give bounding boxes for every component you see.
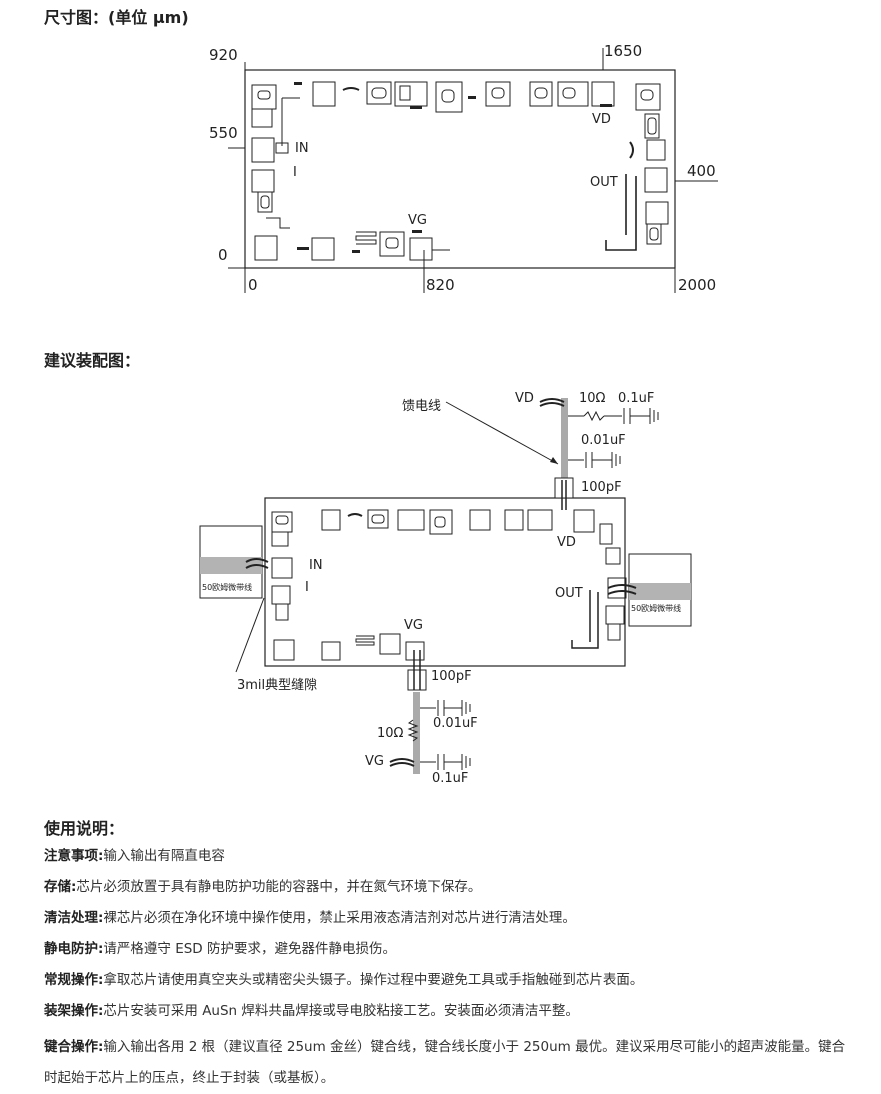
dimension-lines (228, 48, 718, 293)
cap-bot-big-label: 0.1uF (432, 771, 469, 786)
dim-label-2000: 2000 (678, 276, 717, 294)
usage-item-handling: 常规操作:拿取芯片请使用真空夹头或精密尖头镊子。操作过程中要避免工具或手指触碰到… (44, 970, 864, 990)
asm-pad-label-i: I (305, 580, 309, 595)
usage-text: 芯片必须放置于具有静电防护功能的容器中，并在氮气环境下保存。 (76, 879, 482, 895)
dim-label-bottom-zero: 0 (248, 276, 258, 294)
dim-label-550: 550 (209, 124, 238, 142)
cap-bot-mid-label: 0.01uF (433, 716, 478, 731)
usage-term: 常规操作: (44, 972, 104, 988)
usage-item-mounting: 装架操作:芯片安装可采用 AuSn 焊料共晶焊接或导电胶粘接工艺。安装面必须清洁… (44, 1001, 864, 1021)
dim-label-820: 820 (426, 276, 455, 294)
pad-label-vd: VD (592, 112, 611, 127)
pad-label-out: OUT (590, 175, 618, 190)
usage-text: 芯片安装可采用 AuSn 焊料共晶焊接或导电胶粘接工艺。安装面必须清洁平整。 (103, 1003, 579, 1019)
usage-term: 静电防护: (44, 941, 104, 957)
cap-top-mid-label: 0.01uF (581, 433, 626, 448)
dim-label-1650: 1650 (604, 42, 643, 60)
cap-top-small-label: 100pF (581, 480, 622, 495)
microstrip-left-label: 50欧姆微带线 (202, 583, 253, 592)
asm-pad-label-vg: VG (404, 618, 423, 633)
usage-term: 清洁处理: (44, 910, 104, 926)
usage-text: 裸芯片必须在净化环境中操作使用，禁止采用液态清洁剂对芯片进行清洁处理。 (103, 910, 576, 926)
usage-title: 使用说明： (44, 819, 125, 838)
usage-item-notes: 注意事项:输入输出有隔直电容 (44, 846, 864, 866)
asm-pad-label-vd: VD (557, 535, 576, 550)
feed-line-label: 馈电线 (402, 399, 442, 414)
usage-text: 输入输出各用 2 根（建议直径 25um 金丝）键合线，键合线长度小于 250u… (44, 1039, 846, 1086)
resistor-bot-label: 10Ω (377, 726, 404, 741)
assembly-lines (199, 398, 692, 774)
vg-bot-label: VG (365, 754, 384, 769)
usage-text: 输入输出有隔直电容 (103, 848, 225, 864)
usage-item-bonding: 键合操作:输入输出各用 2 根（建议直径 25um 金丝）键合线，键合线长度小于… (44, 1032, 856, 1094)
asm-pad-label-out: OUT (555, 586, 583, 601)
dim-label-left-zero: 0 (218, 246, 228, 264)
assembly-title: 建议装配图： (44, 351, 141, 370)
dimensions-title: 尺寸图：(单位 μm) (44, 8, 189, 27)
pad-label-in: IN (295, 141, 309, 156)
usage-term: 装架操作: (44, 1003, 104, 1019)
microstrip-right-label: 50欧姆微带线 (631, 604, 682, 613)
resistor-top-label: 10Ω (579, 391, 606, 406)
dim-label-920: 920 (209, 46, 238, 64)
cap-top-big-label: 0.1uF (618, 391, 655, 406)
dim-label-400: 400 (687, 162, 716, 180)
usage-term: 存储: (44, 879, 77, 895)
pad-label-i: I (293, 165, 297, 180)
gap-label: 3mil典型缝隙 (237, 678, 318, 693)
usage-term: 键合操作: (44, 1039, 104, 1055)
usage-item-esd: 静电防护:请严格遵守 ESD 防护要求，避免器件静电损伤。 (44, 939, 864, 959)
cap-bot-small-label: 100pF (431, 669, 472, 684)
usage-item-cleaning: 清洁处理:裸芯片必须在净化环境中操作使用，禁止采用液态清洁剂对芯片进行清洁处理。 (44, 908, 864, 928)
usage-text: 请严格遵守 ESD 防护要求，避免器件静电损伤。 (103, 941, 396, 957)
vd-top-label: VD (515, 391, 534, 406)
asm-pad-label-in: IN (309, 558, 323, 573)
usage-text: 拿取芯片请使用真空夹头或精密尖头镊子。操作过程中要避免工具或手指触碰到芯片表面。 (103, 972, 644, 988)
usage-term: 注意事项: (44, 848, 104, 864)
usage-item-storage: 存储:芯片必须放置于具有静电防护功能的容器中，并在氮气环境下保存。 (44, 877, 864, 897)
pad-label-vg: VG (408, 213, 427, 228)
